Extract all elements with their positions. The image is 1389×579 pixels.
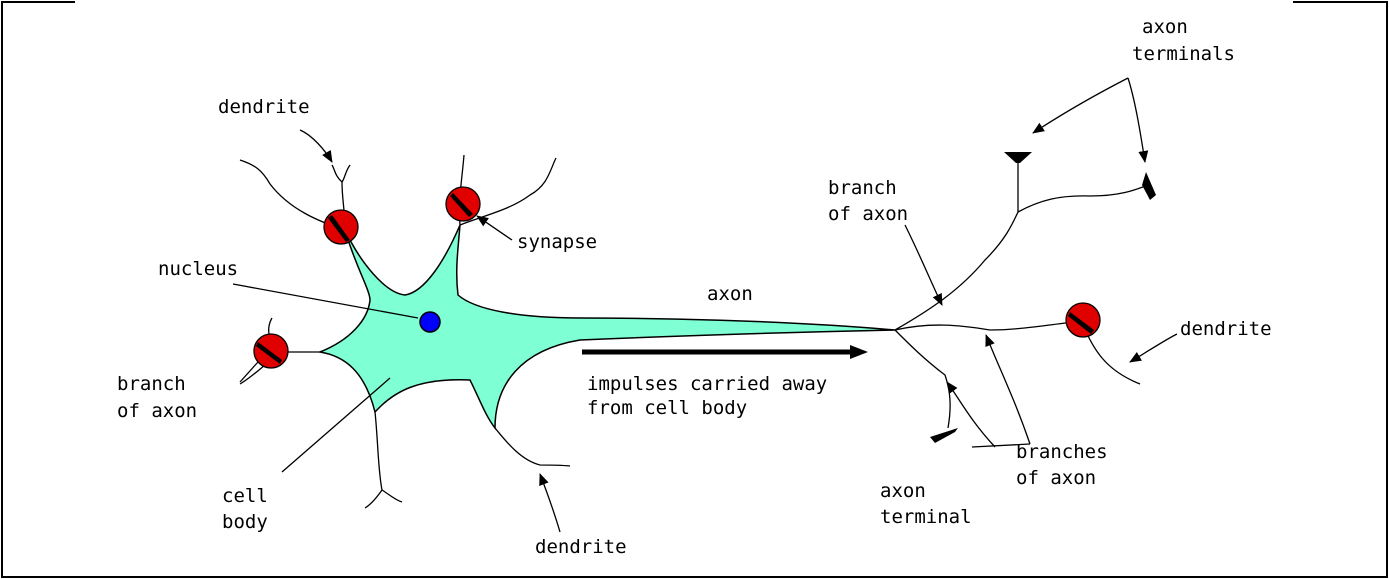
label-axon-terminals-1: axon bbox=[1142, 16, 1188, 38]
label-dendrite-bottom: dendrite bbox=[535, 536, 627, 558]
label-impulses-1: impulses carried away bbox=[587, 373, 827, 395]
label-branch-of-axon-left-1: branch bbox=[117, 373, 186, 395]
impulse-arrow-head bbox=[850, 345, 868, 359]
label-branch-of-axon-left-2: of axon bbox=[117, 400, 197, 422]
label-branch-of-axon-right-2: of axon bbox=[828, 203, 908, 225]
label-nucleus: nucleus bbox=[158, 258, 238, 280]
axon-terminals bbox=[930, 152, 1156, 443]
label-impulses-2: from cell body bbox=[587, 397, 747, 419]
nucleus-circle bbox=[420, 312, 440, 332]
axon-branches bbox=[895, 160, 1148, 428]
label-synapse: synapse bbox=[517, 231, 597, 253]
label-dendrite-top: dendrite bbox=[218, 96, 310, 118]
label-branch-of-axon-right-1: branch bbox=[828, 177, 897, 199]
label-axon-terminals-2: terminals bbox=[1132, 43, 1235, 65]
label-axon-terminal-1: axon bbox=[880, 480, 926, 502]
label-axon-terminal-2: terminal bbox=[880, 506, 972, 528]
label-cell-body-2: body bbox=[222, 511, 268, 533]
label-branches-of-axon-2: of axon bbox=[1016, 467, 1096, 489]
synapse-right bbox=[1066, 303, 1100, 337]
label-axon: axon bbox=[707, 283, 753, 305]
label-dendrite-right: dendrite bbox=[1180, 318, 1272, 340]
label-cell-body-1: cell bbox=[222, 485, 268, 507]
label-branches-of-axon-1: branches bbox=[1016, 441, 1108, 463]
